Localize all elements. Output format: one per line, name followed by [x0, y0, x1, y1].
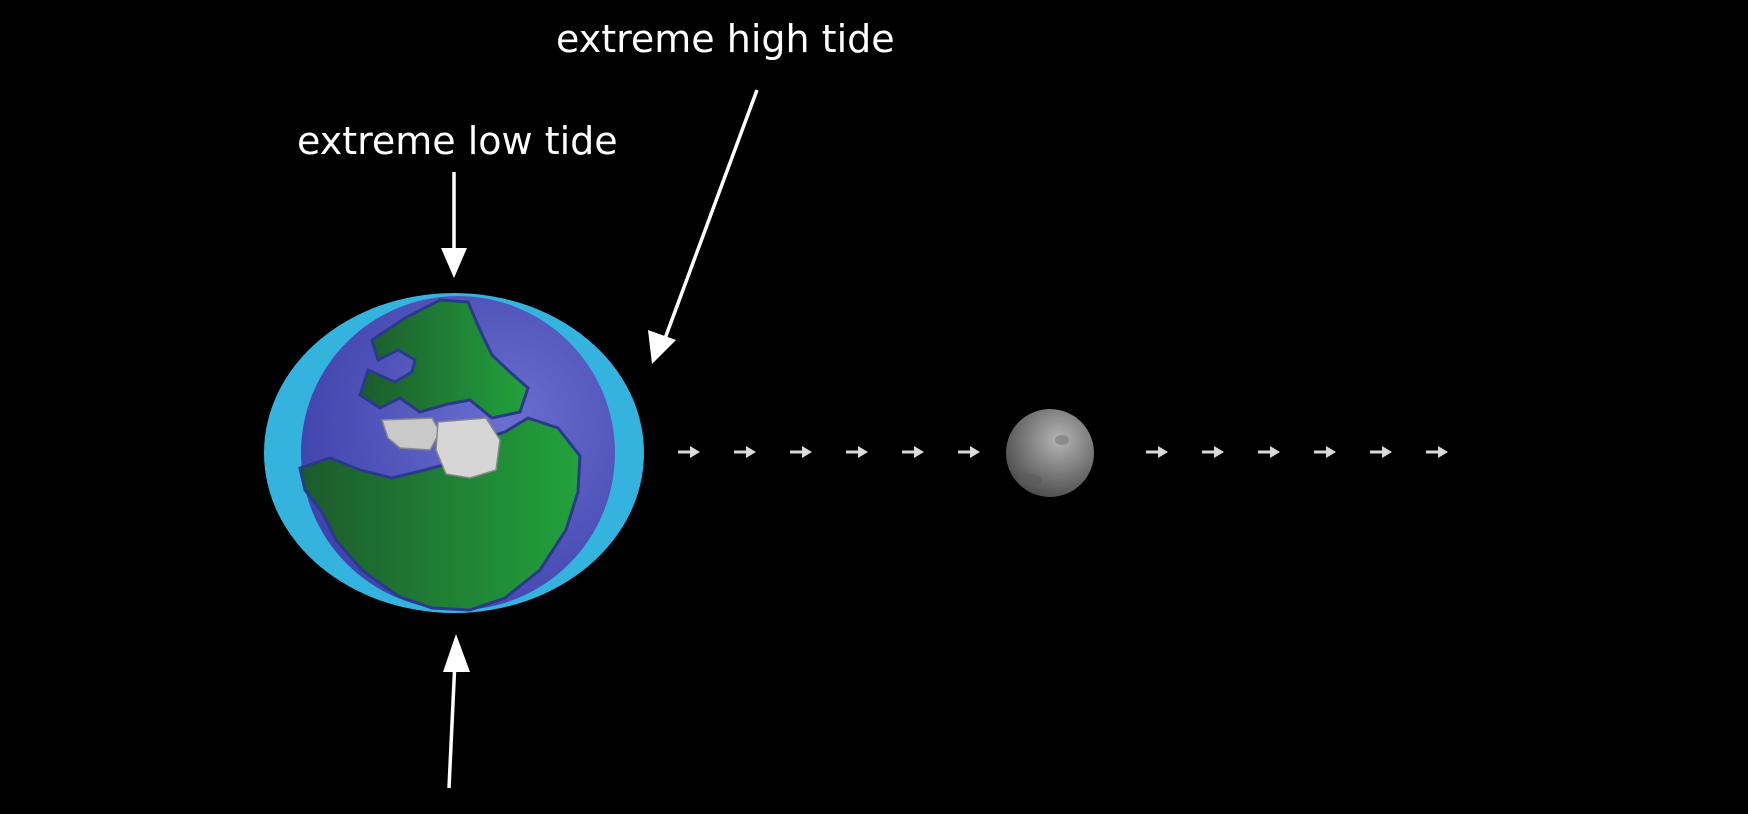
moon-icon	[1006, 409, 1094, 497]
small-arrow-right-icon	[1258, 446, 1280, 458]
extreme-low-tide-label: extreme low tide	[297, 119, 618, 163]
small-arrow-right-icon	[902, 446, 924, 458]
small-arrow-right-icon	[734, 446, 756, 458]
small-arrow-right-icon	[1314, 446, 1336, 458]
small-arrow-right-icon	[1202, 446, 1224, 458]
force-arrows-right	[1146, 446, 1448, 458]
small-arrow-right-icon	[846, 446, 868, 458]
arrow-icon	[441, 89, 759, 789]
small-arrow-right-icon	[790, 446, 812, 458]
low-tide-pointer-bottom	[447, 659, 457, 789]
low-tide-pointer-top-head	[441, 248, 467, 278]
ice-patch-left	[380, 417, 441, 451]
small-arrow-right-icon	[1146, 446, 1168, 458]
small-arrow-right-icon	[958, 446, 980, 458]
land-mass-south	[298, 416, 582, 612]
high-tide-pointer	[658, 89, 759, 353]
small-arrow-right-icon	[678, 446, 700, 458]
land-mass-north	[358, 298, 530, 420]
high-tide-pointer-head	[648, 330, 676, 364]
force-arrows-left	[678, 446, 980, 458]
ice-patch-right	[435, 417, 501, 479]
small-arrow-right-icon	[1426, 446, 1448, 458]
extreme-high-tide-label: extreme high tide	[556, 17, 895, 61]
low-tide-pointer-bottom-head	[443, 634, 470, 672]
earth-icon	[264, 293, 644, 613]
small-arrow-right-icon	[1370, 446, 1392, 458]
